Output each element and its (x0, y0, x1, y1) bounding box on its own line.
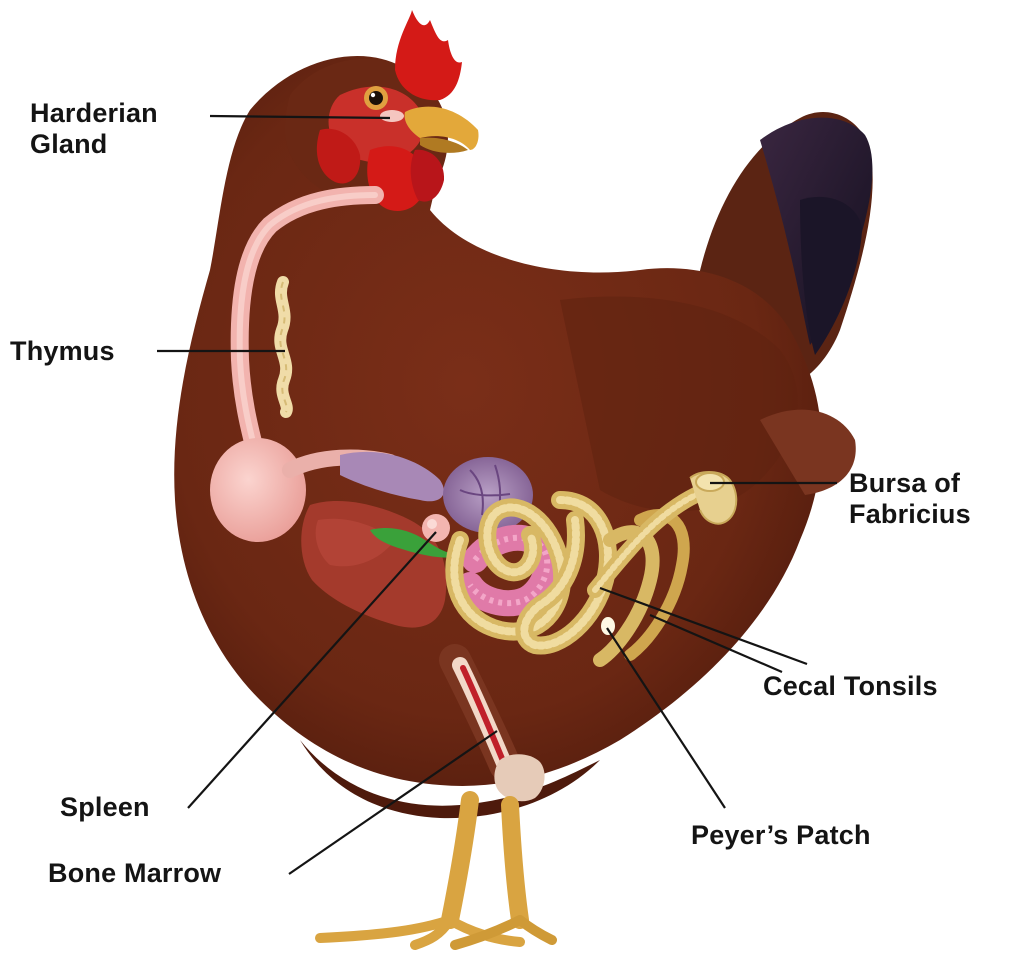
label-thymus: Thymus (10, 336, 115, 367)
label-cecal-tonsils: Cecal Tonsils (763, 671, 938, 702)
label-bursa-line2: Fabricius (849, 499, 971, 530)
label-bursa-line1: Bursa of (849, 468, 971, 499)
label-harderian-line2: Gland (30, 129, 158, 160)
spleen-organ (422, 514, 450, 542)
label-bursa-of-fabricius: Bursa of Fabricius (849, 468, 971, 530)
harderian-gland-organ (380, 110, 404, 122)
label-peyers-patch: Peyer’s Patch (691, 820, 871, 851)
label-bone-marrow: Bone Marrow (48, 858, 221, 889)
label-harderian-line1: Harderian (30, 98, 158, 129)
eye (364, 86, 388, 110)
label-harderian-gland: Harderian Gland (30, 98, 158, 160)
comb (395, 10, 462, 100)
label-spleen: Spleen (60, 792, 150, 823)
thymus-organ (280, 282, 287, 412)
